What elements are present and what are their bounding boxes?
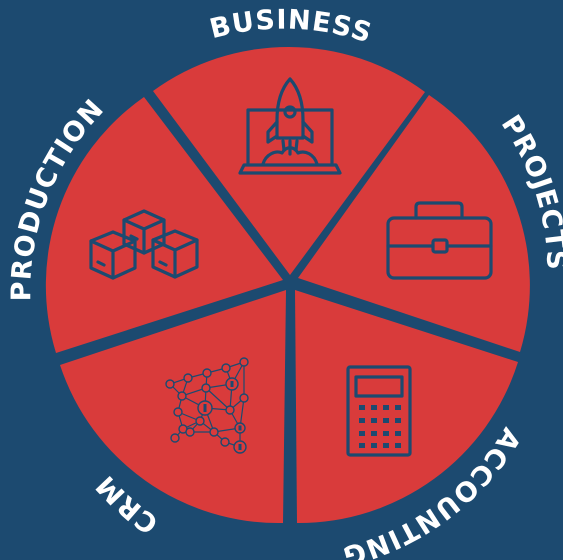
segment-crm (60, 290, 286, 524)
segment-business (153, 46, 425, 276)
rocket-laptop-icon (238, 77, 342, 175)
segment-projects-wedge (298, 95, 530, 352)
calculator-keys (359, 405, 401, 448)
network-people-icon (165, 357, 249, 454)
calculator-icon (346, 365, 412, 457)
segment-accounting-wedge (295, 290, 518, 524)
boxes-icon (89, 209, 199, 280)
segment-crm-wedge (60, 290, 286, 524)
segment-business-wedge (153, 46, 425, 276)
briefcase-icon (386, 201, 493, 280)
segment-accounting (295, 290, 518, 524)
segment-projects (298, 95, 530, 352)
